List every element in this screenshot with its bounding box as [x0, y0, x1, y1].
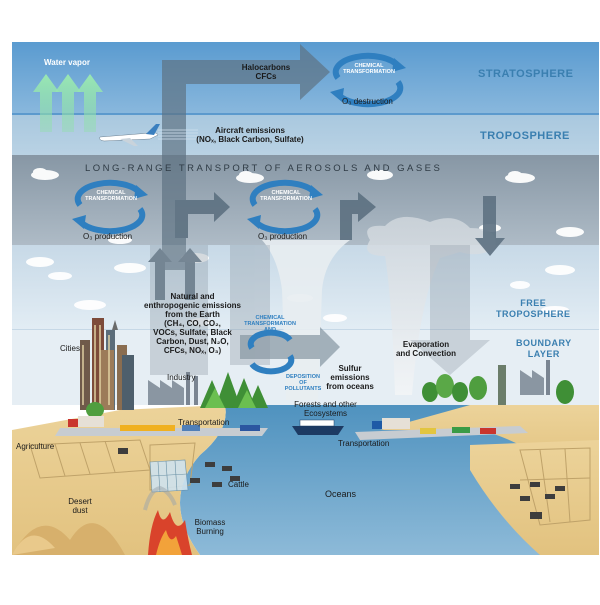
fire-icon	[143, 485, 192, 555]
chemical-transformation-left: CHEMICAL TRANSFORMATION	[85, 190, 137, 202]
o3-production-left-label: O₃ production	[83, 232, 133, 241]
contrail	[158, 129, 198, 140]
desert-dunes	[12, 523, 125, 555]
o3-destruction-label: O₃ destruction	[342, 97, 393, 106]
cities-label: Cities	[60, 344, 81, 353]
transport-arrows	[148, 44, 505, 367]
fields-right	[519, 447, 591, 526]
car-icons	[120, 425, 496, 434]
cycle-arrowheads	[72, 58, 406, 229]
truck-icon	[68, 416, 410, 429]
left-land	[12, 405, 226, 555]
evaporation-label: Evaporation and Convection	[395, 340, 456, 358]
water-vapor-arrows	[33, 74, 103, 132]
ship-icon	[292, 419, 344, 435]
sulfur-emissions-label: Sulfur emissions from oceans	[326, 364, 374, 391]
troposphere-label: TROPOSPHERE	[480, 130, 570, 142]
boundary-layer-label: BOUNDARY LAYER	[516, 338, 572, 359]
tree-icon-light	[205, 388, 256, 408]
transportation-left-label: Transportation	[178, 418, 230, 427]
o3-production-right-label: O₃ production	[258, 232, 308, 241]
vertical-transport-columns	[150, 245, 490, 375]
halocarbons-label: Halocarbons CFCs	[241, 63, 291, 81]
chemical-transformation-middle: CHEMICAL TRANSFORMATION	[260, 190, 312, 202]
emissions-label: Natural and enthropogenic emissions from…	[144, 292, 241, 355]
deposition-label: DEPOSITION OF POLLUTANTS	[284, 374, 322, 392]
transportation-right-label: Transportation	[338, 439, 390, 448]
chemical-transformation-top: CHEMICAL TRANSFORMATION	[343, 63, 395, 75]
desert-dust-label: Desert dust	[68, 497, 92, 515]
agriculture-label: Agriculture	[16, 442, 55, 451]
airplane-icon	[99, 124, 160, 146]
cow-icon	[190, 462, 565, 501]
industry-label: Industry	[167, 373, 196, 382]
forests-label: Forests and other Ecosystems	[294, 400, 357, 418]
tree-icon	[86, 372, 574, 418]
ocean-area	[180, 405, 599, 555]
biomass-burning-label: Biomass Burning	[194, 518, 226, 536]
free-troposphere-label: FREE TROPOSPHERE	[496, 298, 571, 319]
convection-cloud	[367, 216, 496, 395]
water-vapor-label: Water vapor	[44, 58, 90, 67]
convection-plume	[262, 240, 350, 400]
troposphere-layer	[12, 115, 599, 155]
city-skyline	[80, 318, 134, 410]
aircraft-emissions-label: Aircraft emissions (NOₓ, Black Carbon, S…	[196, 126, 304, 144]
fields-left	[29, 439, 196, 491]
stratosphere-label: STRATOSPHERE	[478, 68, 574, 80]
factory-icon	[148, 360, 550, 405]
cycle-arrows-icon	[74, 52, 404, 375]
road-left	[55, 428, 268, 436]
long-range-transport-banner: LONG-RANGE TRANSPORT OF AEROSOLS AND GAS…	[85, 163, 443, 174]
tractor-icon	[118, 448, 542, 519]
cattle-label: Cattle	[228, 480, 249, 489]
oceans-label: Oceans	[325, 489, 357, 499]
chemical-transformation-lower: CHEMICAL TRANSFORMATION AND	[244, 315, 296, 333]
greenhouse-icon	[149, 459, 189, 493]
